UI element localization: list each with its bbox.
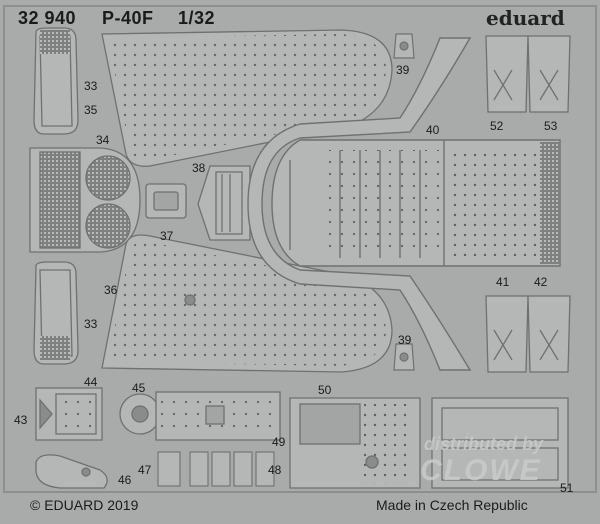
origin-text: Made in Czech Republic bbox=[376, 497, 528, 513]
part-36-flap bbox=[101, 234, 393, 373]
part-49 bbox=[155, 391, 281, 441]
kit-number: 32 940 bbox=[18, 8, 77, 28]
part-39-lower bbox=[393, 343, 415, 371]
part-label: 49 bbox=[272, 435, 286, 449]
part-label: 46 bbox=[118, 473, 132, 487]
part-label: 48 bbox=[268, 463, 282, 477]
part-label: 50 bbox=[318, 383, 332, 397]
part-38 bbox=[197, 165, 251, 241]
part-33-lower bbox=[33, 261, 79, 365]
part-label: 42 bbox=[534, 275, 548, 289]
part-label: 52 bbox=[490, 119, 504, 133]
model-name: P-40F bbox=[102, 8, 154, 28]
part-label: 43 bbox=[14, 413, 28, 427]
part-label: 33 bbox=[84, 317, 98, 331]
part-45 bbox=[119, 393, 161, 435]
part-40-bay bbox=[247, 37, 561, 371]
part-label: 34 bbox=[96, 133, 110, 147]
part-label: 39 bbox=[396, 63, 410, 77]
part-label: 41 bbox=[496, 275, 510, 289]
parts-47-48 bbox=[157, 451, 275, 487]
part-label: 45 bbox=[132, 381, 146, 395]
watermark-text: distributed by bbox=[424, 434, 544, 454]
part-label: 35 bbox=[84, 103, 98, 117]
part-label: 37 bbox=[160, 229, 174, 243]
scale: 1/32 bbox=[178, 8, 216, 28]
part-label: 40 bbox=[426, 123, 440, 137]
part-33-upper bbox=[33, 27, 79, 135]
watermark-logo: CLOWE bbox=[420, 454, 542, 487]
part-label: 36 bbox=[104, 283, 118, 297]
part-34-grilles bbox=[29, 147, 141, 253]
part-43-44 bbox=[35, 387, 103, 441]
part-35-flap bbox=[101, 29, 393, 167]
part-label: 44 bbox=[84, 375, 98, 389]
fret-frame bbox=[3, 5, 597, 493]
part-label: 51 bbox=[560, 481, 574, 495]
copyright: © EDUARD 2019 bbox=[30, 497, 139, 513]
part-label: 38 bbox=[192, 161, 206, 175]
part-label: 53 bbox=[544, 119, 558, 133]
part-label: 33 bbox=[84, 79, 98, 93]
part-label: 47 bbox=[138, 463, 152, 477]
part-label: 39 bbox=[398, 333, 412, 347]
part-39-upper bbox=[393, 33, 415, 59]
brand-logo: eduard bbox=[486, 6, 565, 30]
parts-52-53 bbox=[485, 35, 571, 113]
parts-41-42 bbox=[485, 295, 571, 373]
part-37 bbox=[145, 183, 187, 219]
part-46 bbox=[35, 454, 108, 489]
part-51 bbox=[431, 397, 569, 489]
part-50 bbox=[289, 397, 421, 489]
